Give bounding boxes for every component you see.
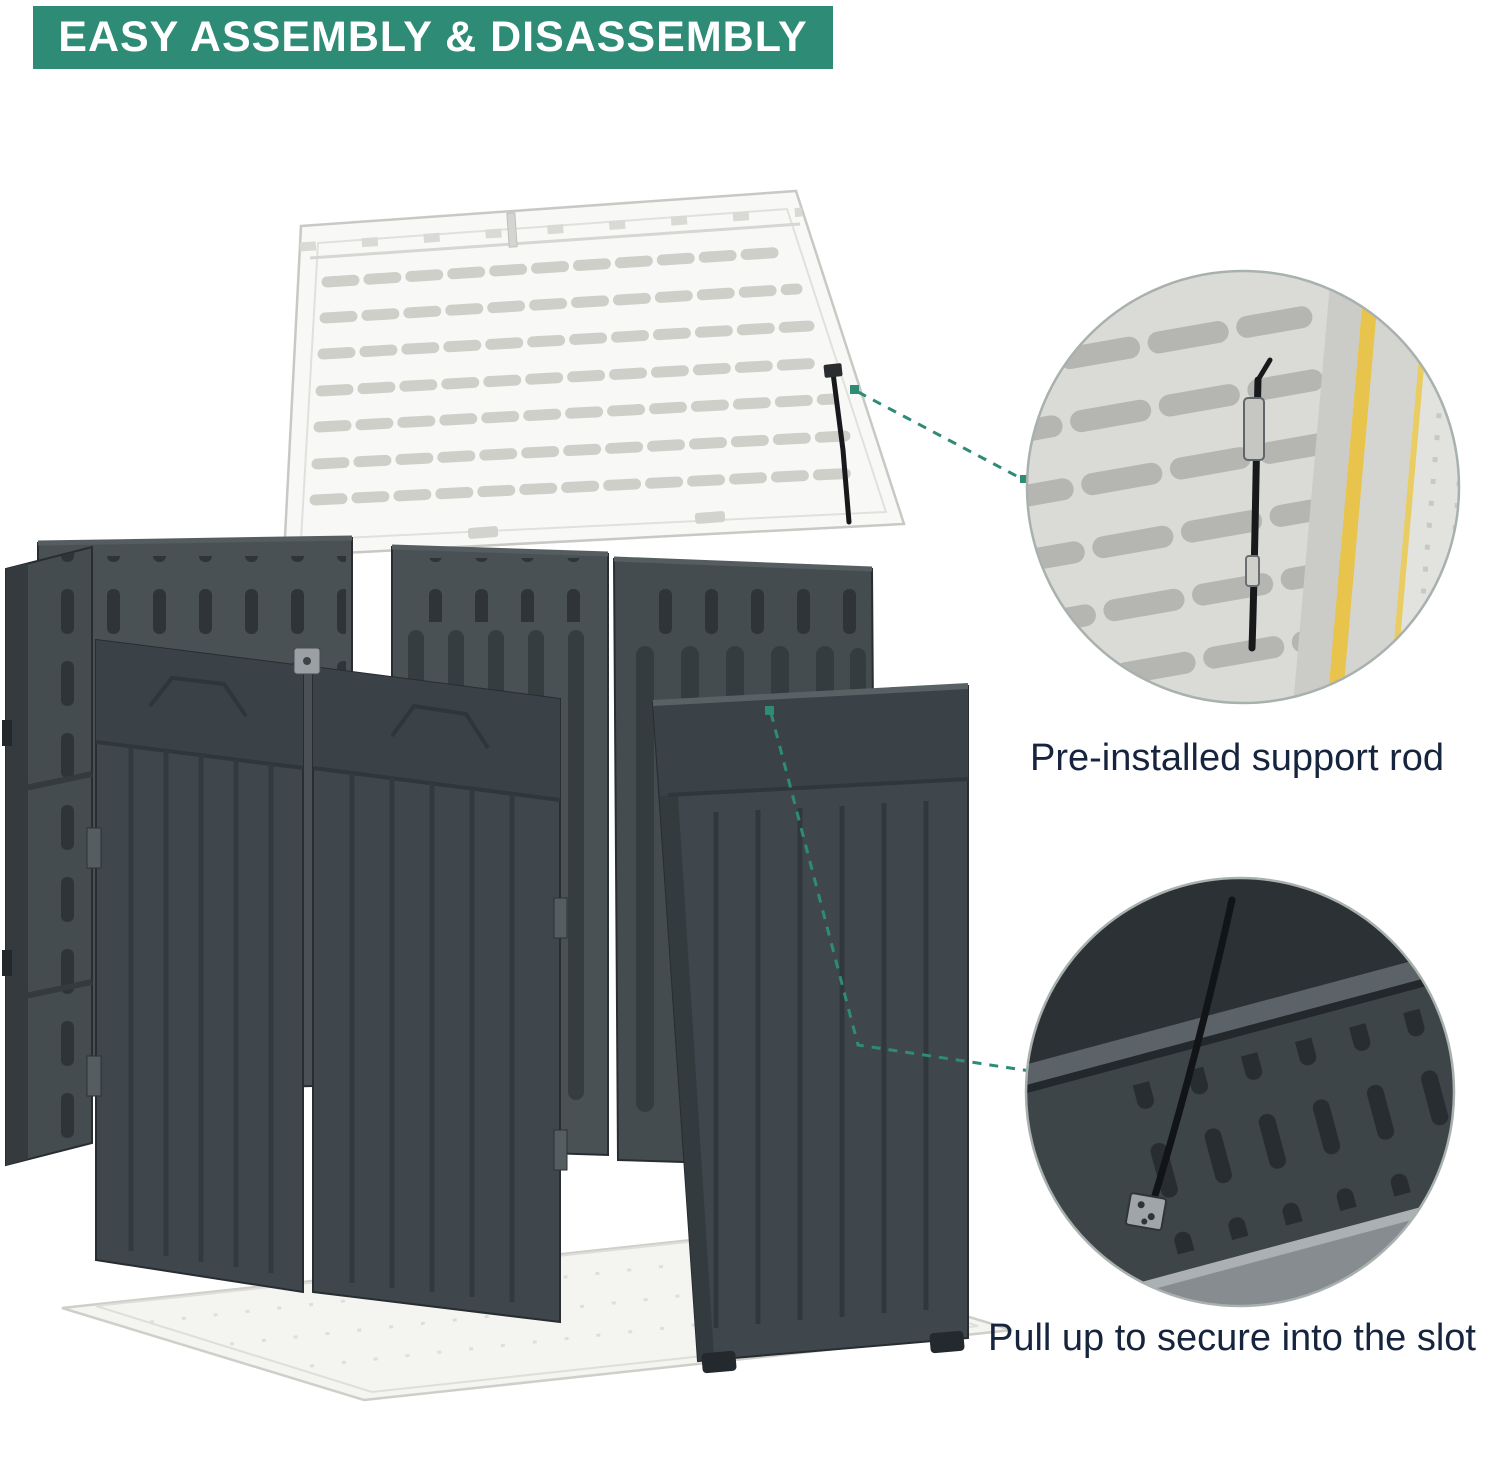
door-planks [128,747,274,1273]
panel-foot [929,1330,965,1354]
headline-text: EASY ASSEMBLY & DISASSEMBLY [58,13,808,61]
lid-latch-top [506,212,518,248]
door-hinge [86,1055,102,1097]
door-planks [349,773,515,1302]
door-hinge [86,827,102,869]
left-door [86,638,304,1294]
door-handle-recess [390,703,490,750]
support-rod-closeup [1243,357,1273,652]
lid-vent-rows [309,246,863,506]
edge-clip [2,720,12,746]
right-front-panel [651,683,969,1374]
rod-in-slot-closeup [1125,896,1236,1232]
headline-banner: EASY ASSEMBLY & DISASSEMBLY [33,6,833,69]
slot-bracket [1125,1192,1168,1232]
base-texture [149,1256,901,1368]
door-hinge [553,1129,568,1171]
door-handle-recess [148,675,248,718]
panel-foot [701,1350,737,1374]
lid-panel [282,189,906,558]
edge-clip [2,950,12,976]
yellow-seal-strip [1321,271,1384,703]
connector-line-top [850,385,1028,483]
door-hinge [553,897,568,939]
right-door [312,665,568,1324]
callout-label-slot-secure: Pull up to secure into the slot [988,1317,1476,1359]
left-side-panel [2,545,93,1167]
callout-label-support-rod: Pre-installed support rod [1030,737,1444,779]
lid-latch-right [694,511,726,524]
detail-circle-support-rod [1025,269,1461,705]
lid-latch-left [467,526,499,539]
support-rod [823,363,852,525]
hinge-pin-hole [303,657,311,665]
